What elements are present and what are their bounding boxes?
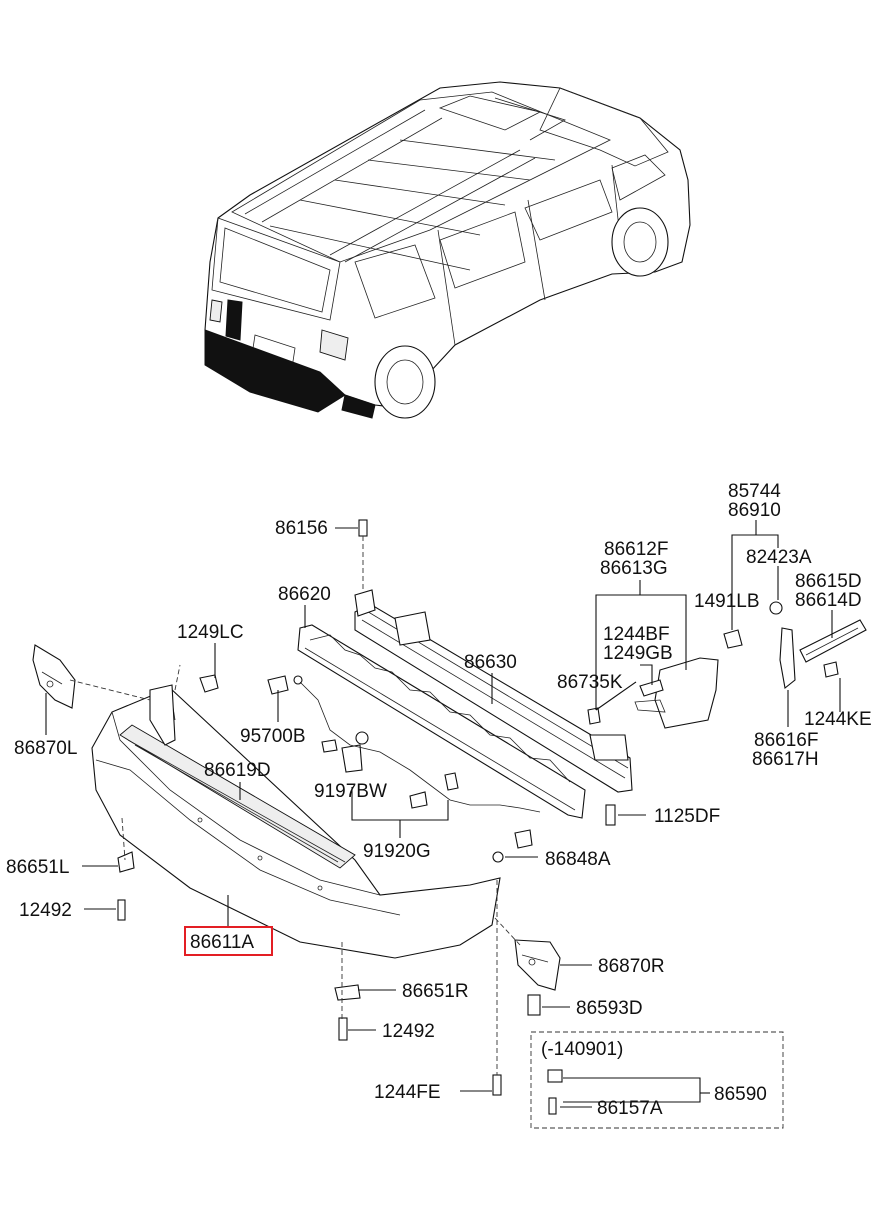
side-bracket-86612F: [634, 657, 719, 729]
label-1244KE[interactable]: 1244KE: [804, 709, 872, 730]
label-86617H[interactable]: 86617H: [752, 749, 819, 770]
label-86910[interactable]: 86910: [728, 500, 781, 521]
wiring-harness: [299, 681, 541, 813]
bracket-86616F: [779, 627, 796, 690]
leader-lines: [45, 520, 841, 1108]
mud-guard-left: [32, 644, 76, 709]
label-85744[interactable]: 85744: [728, 481, 781, 502]
label-86848A[interactable]: 86848A: [545, 849, 611, 870]
label-9197BW[interactable]: 9197BW: [314, 781, 387, 802]
vehicle-illustration: [204, 81, 691, 419]
label-86614D[interactable]: 86614D: [795, 590, 862, 611]
side-bracket-inner: [149, 684, 176, 746]
dashed-leaders: [69, 536, 521, 1075]
label-86612F[interactable]: 86612F: [604, 539, 668, 560]
label-1249LC[interactable]: 1249LC: [177, 622, 244, 643]
bumper-cover: [91, 687, 501, 959]
label-91920G[interactable]: 91920G: [363, 841, 431, 862]
label-95700B[interactable]: 95700B: [240, 726, 306, 747]
label-12492-bottom[interactable]: 12492: [382, 1021, 435, 1042]
label-86157A[interactable]: 86157A: [597, 1098, 663, 1119]
rail-86615D: [799, 619, 867, 663]
label-86613G[interactable]: 86613G: [600, 558, 668, 579]
part-labels: 85744 86910 82423A 86156 86612F 86613G 8…: [6, 481, 872, 1119]
label-86611A[interactable]: 86611A: [190, 932, 254, 953]
label-86620[interactable]: 86620: [278, 584, 331, 605]
label-86870R[interactable]: 86870R: [598, 956, 665, 977]
label-86870L[interactable]: 86870L: [14, 738, 77, 759]
highlight-box: [184, 926, 273, 956]
reinforcement-beam: [354, 589, 633, 793]
label-86651R[interactable]: 86651R: [402, 981, 469, 1002]
label-86616F[interactable]: 86616F: [754, 730, 818, 751]
label-82423A[interactable]: 82423A: [746, 547, 812, 568]
label-86615D[interactable]: 86615D: [795, 571, 862, 592]
label-86593D[interactable]: 86593D: [576, 998, 643, 1019]
label-86156[interactable]: 86156: [275, 518, 328, 539]
fasteners: [117, 519, 839, 1115]
label-1125DF[interactable]: 1125DF: [654, 806, 720, 827]
label-1491LB[interactable]: 1491LB: [694, 591, 760, 612]
label-12492-left[interactable]: 12492: [19, 900, 72, 921]
label-86590[interactable]: 86590: [714, 1084, 767, 1105]
label-86735K[interactable]: 86735K: [557, 672, 623, 693]
label-86630[interactable]: 86630: [464, 652, 517, 673]
variant-box: [530, 1031, 784, 1129]
label-86619D[interactable]: 86619D: [204, 760, 271, 781]
label-1244FE[interactable]: 1244FE: [374, 1082, 441, 1103]
label-140901: (-140901): [541, 1039, 623, 1060]
label-1249GB[interactable]: 1249GB: [603, 643, 673, 664]
label-1244BF[interactable]: 1244BF: [603, 624, 670, 645]
mud-guard-right: [514, 939, 561, 991]
energy-absorber: [297, 624, 586, 819]
label-86651L[interactable]: 86651L: [6, 857, 69, 878]
